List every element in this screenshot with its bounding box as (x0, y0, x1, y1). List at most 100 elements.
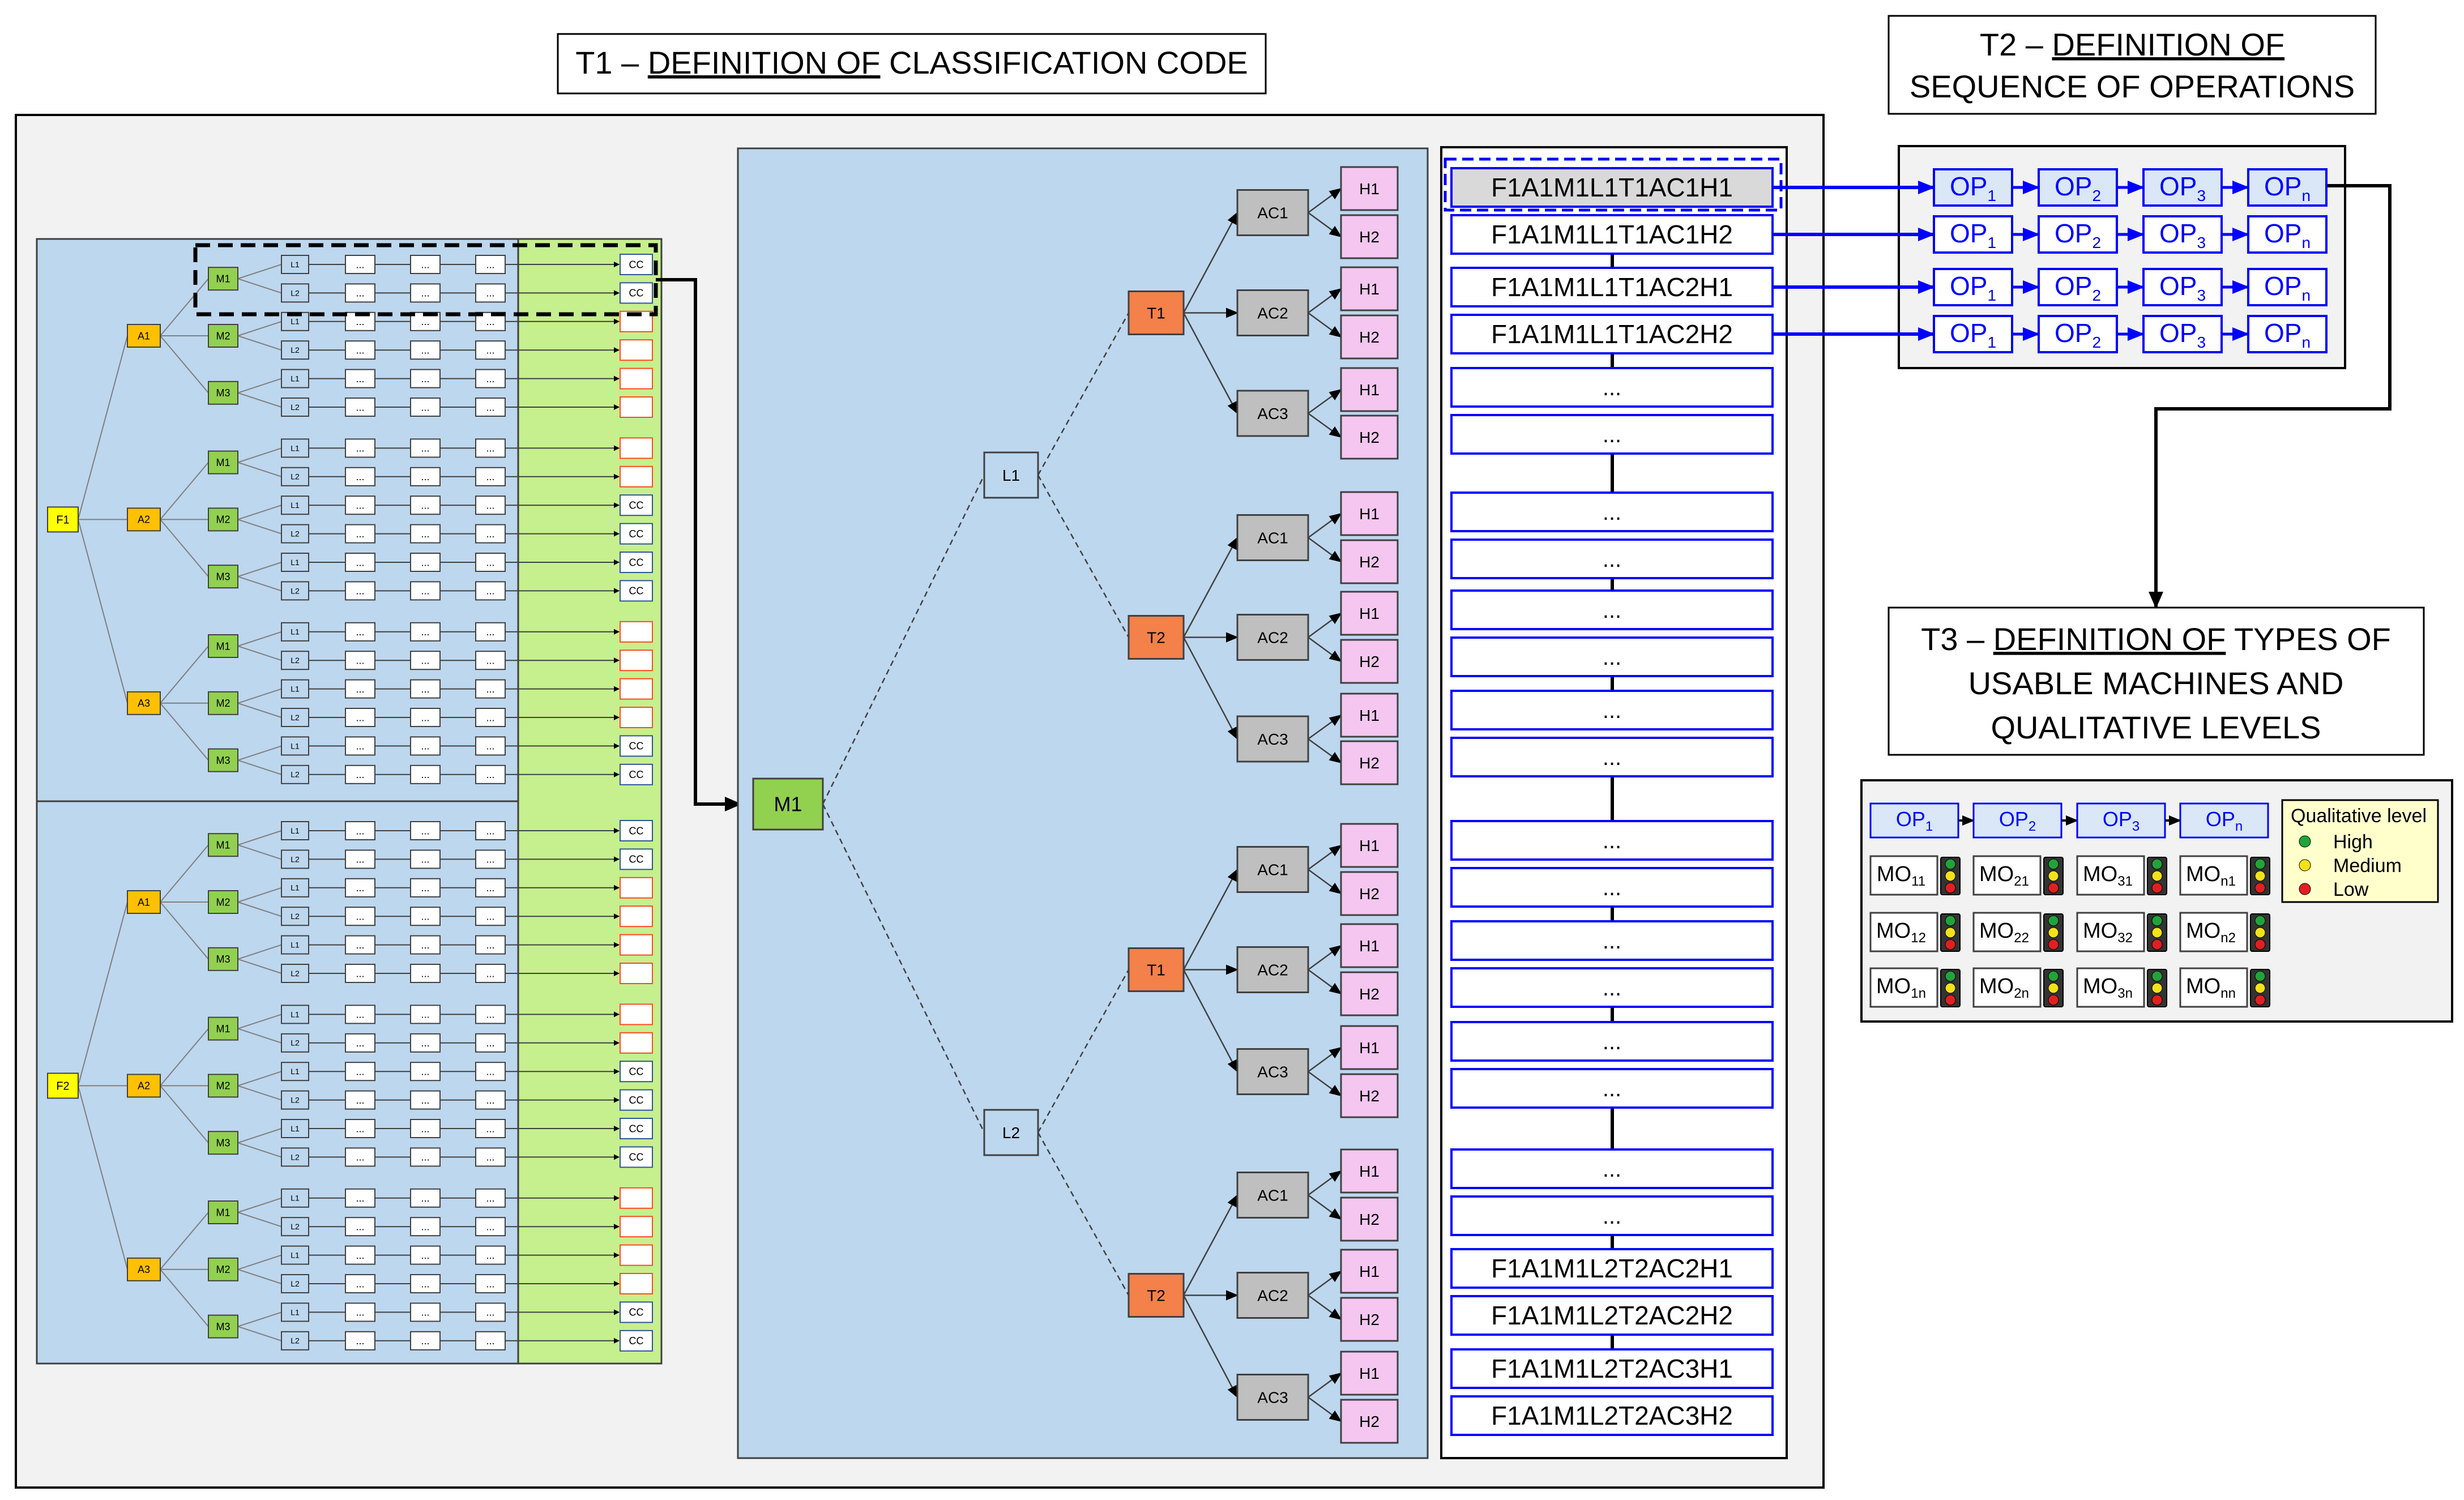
operation-box: OP2 (2038, 268, 2118, 306)
svg-text:M1: M1 (774, 793, 802, 816)
svg-text:...: ... (1603, 1204, 1621, 1229)
code-ellipsis-row: ... (1450, 636, 1774, 677)
svg-text:...: ... (486, 345, 494, 356)
svg-text:...: ... (486, 528, 494, 540)
svg-text:...: ... (421, 471, 429, 482)
machine-box: MO1n (1869, 967, 1938, 1008)
code-row: F1A1M1L1T1AC1H2 (1450, 214, 1774, 255)
svg-text:M2: M2 (216, 1264, 230, 1275)
svg-text:L2: L2 (291, 345, 300, 354)
overview-level: L2 (281, 1217, 309, 1237)
svg-text:...: ... (486, 259, 494, 270)
svg-text:A3: A3 (138, 698, 150, 709)
traffic-light-icon (2250, 857, 2270, 895)
svg-text:L2: L2 (291, 713, 300, 722)
operation-box: OPn (2247, 168, 2328, 207)
overview-ellipsis: ... (410, 907, 441, 926)
operation-box: OP1 (1933, 215, 2013, 254)
overview-ellipsis: ... (410, 964, 441, 983)
svg-text:L2: L2 (291, 586, 300, 595)
detail-height: H2 (1340, 1196, 1399, 1242)
svg-text:CC: CC (629, 1335, 644, 1347)
overview-ellipsis: ... (410, 622, 441, 642)
overview-code: CC (620, 1301, 653, 1323)
svg-text:L1: L1 (291, 1067, 300, 1076)
svg-text:L2: L2 (291, 656, 300, 665)
code-ellipsis-row: ... (1450, 1148, 1774, 1189)
overview-ellipsis: ... (410, 651, 441, 670)
code-ellipsis-row: ... (1450, 737, 1774, 777)
code-row: F1A1M1L2T2AC2H2 (1450, 1295, 1774, 1336)
overview-ellipsis: ... (475, 1188, 506, 1208)
svg-text:T2 – DEFINITION OF: T2 – DEFINITION OF (1980, 27, 2284, 62)
svg-text:...: ... (356, 500, 364, 511)
svg-text:...: ... (1603, 745, 1621, 770)
detail-type: T1 (1128, 947, 1185, 992)
svg-text:L2: L2 (291, 1152, 300, 1161)
svg-text:...: ... (486, 1221, 494, 1233)
svg-text:...: ... (486, 500, 494, 511)
svg-text:F1A1M1L1T1AC1H1: F1A1M1L1T1AC1H1 (1491, 173, 1733, 202)
detail-accuracy-class: AC2 (1236, 1272, 1309, 1319)
svg-text:SEQUENCE OF OPERATIONS: SEQUENCE OF OPERATIONS (1910, 69, 2355, 104)
svg-text:T1 – DEFINITION OF CLASSIFICAT: T1 – DEFINITION OF CLASSIFICATION CODE (575, 45, 1248, 80)
svg-text:AC2: AC2 (1257, 961, 1288, 978)
svg-text:L1: L1 (291, 685, 300, 694)
machine-box: MO21 (1972, 855, 2042, 896)
overview-ellipsis: ... (475, 1062, 506, 1082)
overview-level: L1 (281, 736, 309, 756)
svg-text:...: ... (356, 1307, 364, 1318)
svg-text:...: ... (1603, 1076, 1621, 1101)
overview-material: M1 (208, 1200, 238, 1224)
detail-accuracy-class: AC3 (1236, 1048, 1309, 1095)
code-row: F1A1M1L2T2AC2H1 (1450, 1248, 1774, 1289)
svg-text:...: ... (356, 586, 364, 597)
svg-text:...: ... (421, 854, 429, 865)
traffic-light-icon (2250, 969, 2270, 1007)
overview-material: M3 (208, 381, 238, 405)
svg-text:...: ... (356, 288, 364, 299)
detail-height: H1 (1340, 1148, 1399, 1194)
svg-text:...: ... (1603, 375, 1621, 400)
overview-level: L2 (281, 340, 309, 360)
overview-ellipsis: ... (475, 1033, 506, 1053)
svg-text:H2: H2 (1359, 985, 1380, 1003)
svg-text:MO21: MO21 (1979, 862, 2029, 889)
overview-ellipsis: ... (475, 1217, 506, 1237)
overview-ellipsis: ... (345, 1217, 375, 1237)
overview-ellipsis: ... (410, 1245, 441, 1265)
overview-level: L2 (281, 964, 309, 983)
overview-to-detail-arrow (656, 278, 742, 811)
overview-ellipsis: ... (345, 651, 375, 670)
svg-text:OP2: OP2 (2055, 219, 2101, 251)
svg-text:...: ... (486, 741, 494, 752)
svg-text:L1: L1 (291, 1251, 300, 1260)
detail-height: H1 (1340, 367, 1399, 412)
overview-code: CC (620, 1061, 653, 1083)
overview-ellipsis: ... (345, 467, 375, 486)
svg-text:...: ... (1603, 645, 1621, 670)
svg-text:...: ... (356, 626, 364, 638)
overview-level: L1 (281, 935, 309, 955)
overview-ellipsis: ... (345, 553, 375, 572)
svg-text:...: ... (486, 1037, 494, 1049)
svg-text:...: ... (1603, 875, 1621, 900)
svg-text:...: ... (356, 471, 364, 482)
svg-text:AC3: AC3 (1257, 1063, 1288, 1080)
svg-text:OPn: OPn (2264, 172, 2311, 204)
overview-level: L2 (281, 1331, 309, 1351)
svg-text:M2: M2 (216, 896, 230, 908)
svg-text:...: ... (356, 882, 364, 894)
overview-ellipsis: ... (345, 438, 375, 458)
overview-ellipsis: ... (410, 1188, 441, 1208)
code-ellipsis-row: ... (1450, 920, 1774, 961)
svg-text:...: ... (356, 345, 364, 356)
detail-level: L1 (983, 451, 1039, 499)
overview-ellipsis: ... (345, 1119, 375, 1138)
svg-text:MO11: MO11 (1877, 862, 1925, 889)
overview-empty-code (620, 465, 653, 488)
svg-text:...: ... (486, 1095, 494, 1106)
operation-box: OPn (2247, 268, 2328, 306)
svg-text:F1A1M1L1T1AC2H2: F1A1M1L1T1AC2H2 (1491, 319, 1733, 349)
svg-text:H2: H2 (1359, 1087, 1380, 1105)
